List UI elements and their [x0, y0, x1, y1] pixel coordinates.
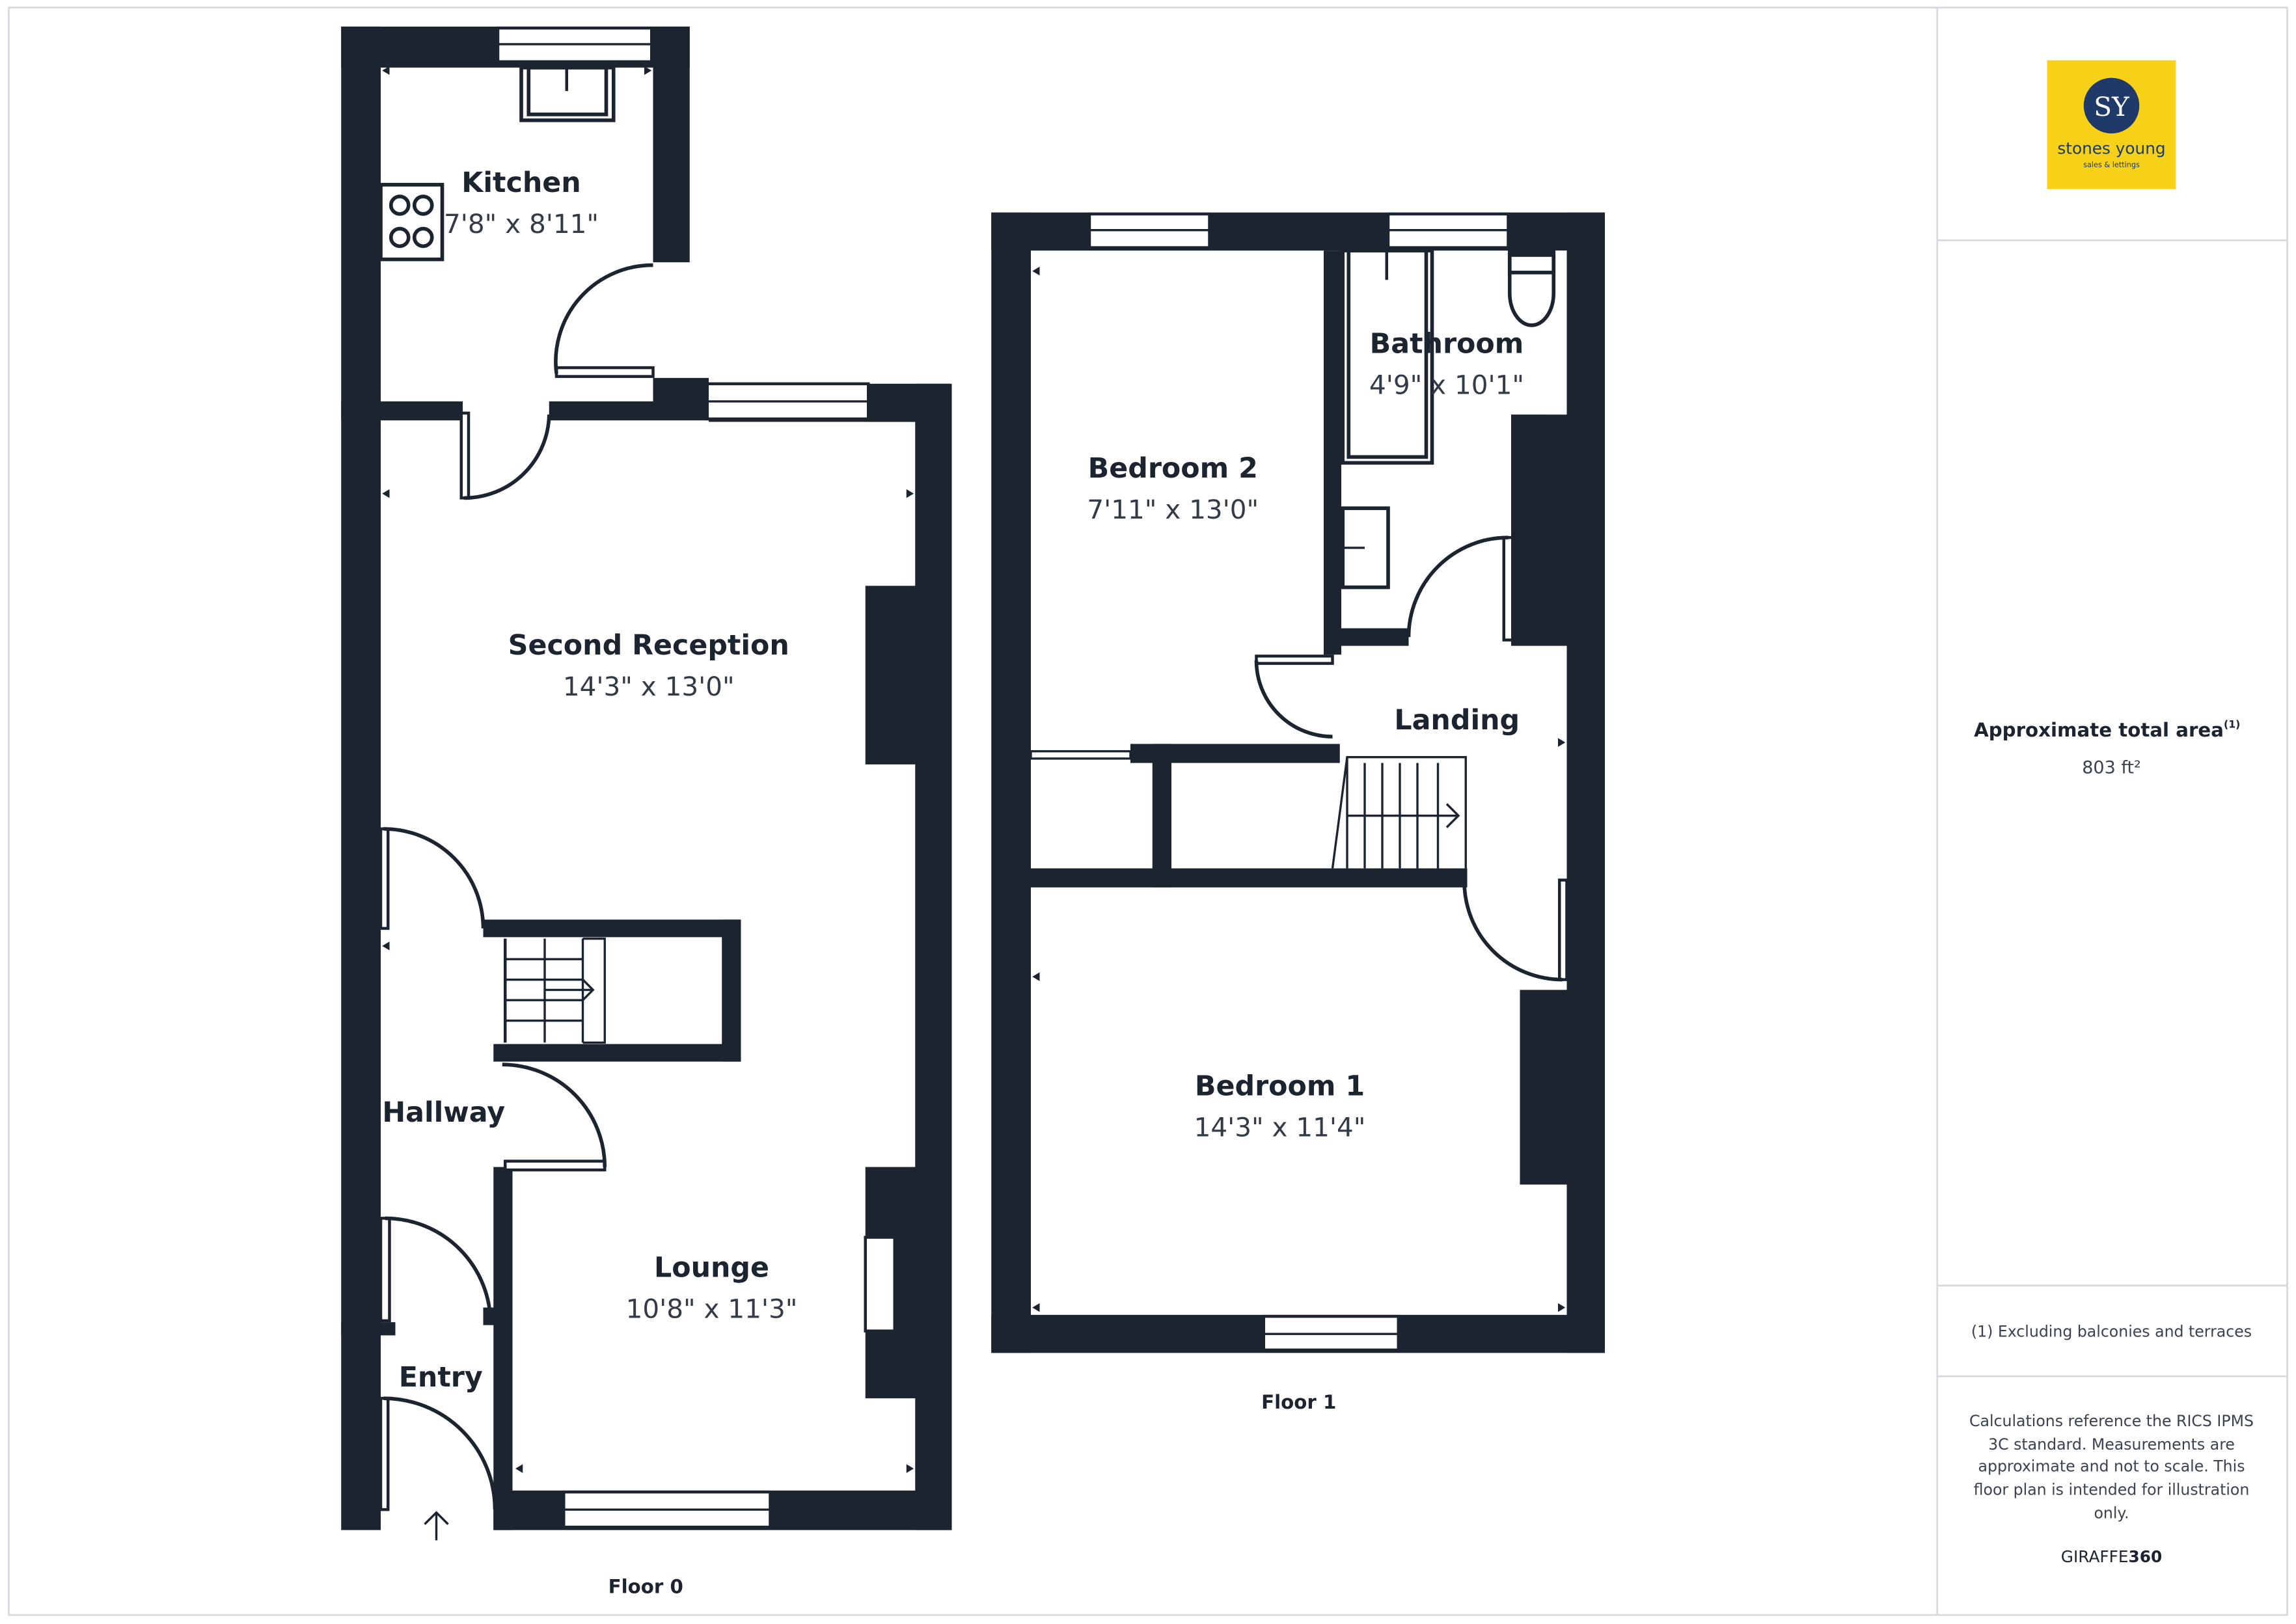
wall [915, 383, 952, 1530]
staircase-icon [1331, 755, 1467, 869]
wall [1324, 628, 1409, 646]
area-value: 803 ft² [2082, 757, 2141, 778]
brand-name: stones young [2057, 139, 2165, 158]
wall [1324, 250, 1341, 655]
wall [653, 26, 690, 263]
room-name-bedroom-2: Bedroom 2 [1088, 452, 1258, 485]
room-name-second-reception: Second Reception [508, 629, 789, 662]
wall [991, 212, 1605, 251]
room-name-landing: Landing [1394, 704, 1520, 737]
wall [1031, 868, 1468, 887]
brand-tagline: sales & lettings [2083, 161, 2140, 169]
disclaimer-line: only. [2094, 1504, 2129, 1522]
wall [341, 401, 463, 421]
disclaimer-line: floor plan is intended for illustration [1974, 1481, 2250, 1499]
wall [493, 1167, 513, 1530]
floor-1-plan [991, 212, 1605, 1353]
stair-wall [483, 919, 741, 938]
stair-wall [493, 1044, 741, 1062]
giraffe360-credit: GIRAFFE360 [2061, 1547, 2162, 1566]
stair-wall [722, 919, 741, 1062]
disclaimer-line: approximate and not to scale. This [1978, 1457, 2245, 1476]
floor-label-0: Floor 0 [608, 1575, 683, 1597]
room-name-kitchen: Kitchen [461, 167, 581, 199]
floor-label-1: Floor 1 [1261, 1391, 1336, 1413]
staircase-icon [504, 937, 606, 1044]
room-name-bathroom: Bathroom [1370, 328, 1524, 360]
wall [991, 212, 1031, 1353]
chimney-breast [865, 586, 917, 765]
wall [1566, 212, 1605, 1353]
wall [549, 401, 653, 421]
room-dims-bathroom: 4'9" x 10'1" [1369, 370, 1524, 401]
room-name-hallway: Hallway [382, 1096, 505, 1129]
brand-monogram: SY [2094, 91, 2130, 122]
room-dims-bedroom-2: 7'11" x 13'0" [1087, 494, 1259, 525]
room-dims-lounge: 10'8" x 11'3" [626, 1293, 798, 1324]
wall [341, 26, 381, 1530]
area-title: Approximate total area(1) [1974, 718, 2240, 742]
wall [1152, 744, 1171, 887]
chimney-breast [1520, 990, 1567, 1185]
area-footnote: (1) Excluding balconies and terraces [1971, 1323, 2252, 1341]
brand-logo: SY stones young sales & lettings [2047, 60, 2176, 189]
room-dims-second-reception: 14'3" x 13'0" [563, 671, 735, 702]
wall [1511, 414, 1567, 646]
disclaimer: Calculations reference the RICS IPMS 3C … [1969, 1412, 2254, 1522]
room-name-lounge: Lounge [654, 1251, 769, 1284]
room-name-bedroom-1: Bedroom 1 [1195, 1070, 1365, 1102]
wall [653, 377, 709, 421]
disclaimer-line: Calculations reference the RICS IPMS [1969, 1412, 2254, 1430]
toilet-icon [1507, 253, 1556, 327]
room-name-entry: Entry [399, 1361, 483, 1394]
disclaimer-line: 3C standard. Measurements are [1988, 1435, 2235, 1454]
floor-0-plan [341, 26, 952, 1541]
hob-icon [379, 183, 444, 262]
area-note-marker: (1) [2224, 718, 2240, 731]
room-dims-bedroom-1: 14'3" x 11'4" [1194, 1111, 1366, 1143]
room-dims-kitchen: 7'8" x 8'11" [444, 208, 599, 239]
